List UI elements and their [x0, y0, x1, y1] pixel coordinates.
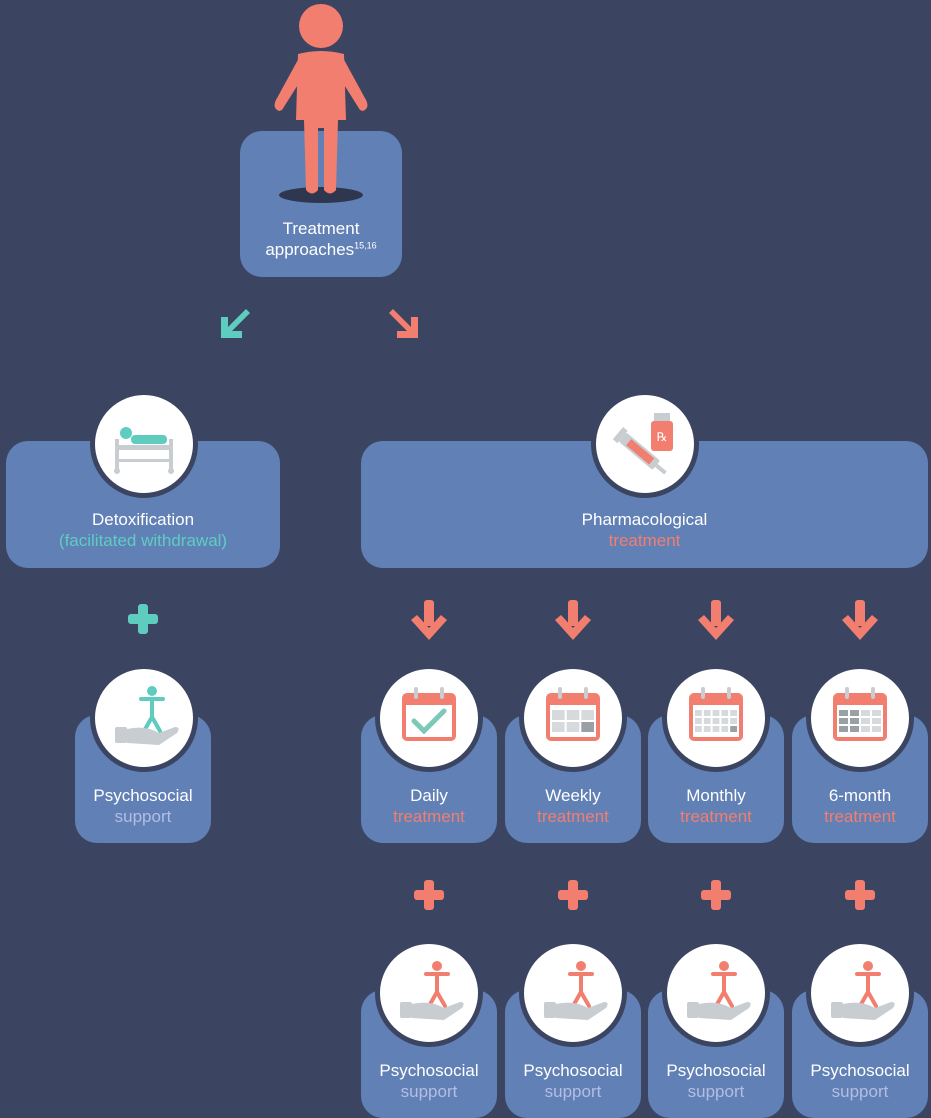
arrow-down-icon [694, 598, 738, 651]
plus-icon [843, 878, 877, 917]
pharmacological-line1: Pharmacological [581, 510, 708, 529]
plus-icon [556, 878, 590, 917]
psychosocial-line1: Psychosocial [810, 1061, 910, 1080]
hand-person-icon [687, 961, 751, 1020]
hand-person-icon [544, 961, 608, 1020]
person-icon [274, 4, 368, 203]
schedule-line1: Monthly [686, 786, 746, 805]
calendar-week-icon [546, 687, 600, 741]
psychosocial-line2: support [544, 1082, 602, 1101]
hospital-bed-icon [114, 427, 174, 474]
psychosocial-line1: Psychosocial [379, 1061, 479, 1080]
detox-icon-circle [90, 390, 198, 498]
treatment-approaches-line2: approaches [265, 240, 355, 259]
psych-icon-circle [519, 939, 627, 1047]
psych-icon-circle [375, 939, 483, 1047]
psych-icon-circle [806, 939, 914, 1047]
schedule-line2: treatment [824, 807, 896, 826]
detoxification-line1: Detoxification [91, 510, 195, 529]
calendar-check-icon [402, 687, 456, 741]
hand-person-icon [400, 961, 464, 1020]
schedule-line2: treatment [393, 807, 465, 826]
schedule-line2: treatment [680, 807, 752, 826]
arrow-down-right-icon [389, 309, 418, 338]
reference-superscript: 15,16 [354, 240, 377, 251]
calendar-month-icon [689, 687, 743, 741]
svg-text:℞: ℞ [657, 430, 668, 444]
arrow-down-left-icon [221, 309, 250, 338]
psychosocial-line1: Psychosocial [666, 1061, 766, 1080]
schedule-icon-circle [806, 664, 914, 772]
plus-icon [128, 604, 158, 634]
pharma-icon-circle: ℞ [591, 390, 699, 498]
treatment-approaches-label: Treatment approaches15,16 [240, 218, 402, 260]
arrow-down-icon [407, 598, 451, 651]
plus-icon [412, 878, 446, 917]
syringe-prescription-icon: ℞ [612, 413, 673, 475]
psychosocial-line2: support [687, 1082, 745, 1101]
psychosocial-line2: support [114, 807, 172, 826]
psychosocial-line1: Psychosocial [93, 786, 193, 805]
schedule-icon-circle [375, 664, 483, 772]
psychosocial-line2: support [400, 1082, 458, 1101]
schedule-icon-circle [662, 664, 770, 772]
detoxification-line2: (facilitated withdrawal) [58, 531, 228, 550]
arrow-down-icon [838, 598, 882, 651]
treatment-approaches-line1: Treatment [282, 219, 360, 238]
arrow-down-icon [551, 598, 595, 651]
schedule-line1: Daily [410, 786, 448, 805]
schedule-line2: treatment [537, 807, 609, 826]
schedule-line1: 6-month [828, 786, 892, 805]
pharmacological-box: Pharmacological treatment [361, 441, 928, 568]
hand-person-icon [831, 961, 895, 1020]
treatment-approaches-box: Treatment approaches15,16 [240, 131, 402, 277]
schedule-icon-circle [519, 664, 627, 772]
calendar-6-month-icon [833, 687, 887, 741]
hand-person-icon [115, 686, 179, 745]
schedule-line1: Weekly [545, 786, 601, 805]
plus-icon [699, 878, 733, 917]
psych-icon-circle [90, 664, 198, 772]
psych-icon-circle [662, 939, 770, 1047]
psychosocial-line2: support [831, 1082, 889, 1101]
psychosocial-line1: Psychosocial [523, 1061, 623, 1080]
pharmacological-line2: treatment [608, 531, 681, 550]
